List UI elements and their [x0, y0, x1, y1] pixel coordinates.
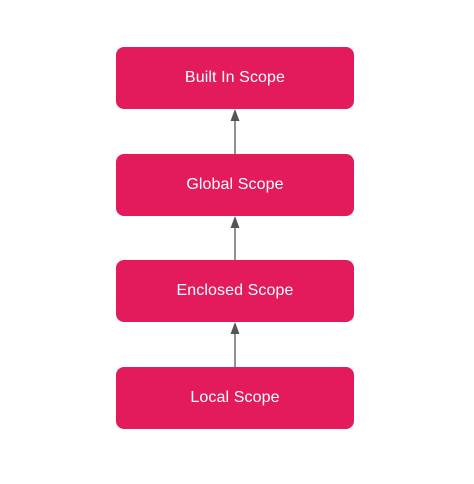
- node-label: Built In Scope: [184, 69, 286, 86]
- node-global-scope: Global Scope: [116, 154, 354, 216]
- arrowhead-icon: [230, 216, 240, 228]
- node-built-in-scope: Built In Scope: [116, 47, 354, 109]
- node-label: Global Scope: [186, 176, 284, 193]
- node-enclosed-scope: Enclosed Scope: [116, 260, 354, 322]
- edge-enclosed-to-global: [230, 216, 240, 260]
- node-label: Enclosed Scope: [176, 282, 294, 299]
- node-local-scope: Local Scope: [116, 367, 354, 429]
- arrowhead-icon: [230, 322, 240, 334]
- edge-global-to-built-in: [230, 109, 240, 154]
- node-label: Local Scope: [190, 389, 280, 406]
- edge-local-to-enclosed: [230, 322, 240, 367]
- arrowhead-icon: [230, 109, 240, 121]
